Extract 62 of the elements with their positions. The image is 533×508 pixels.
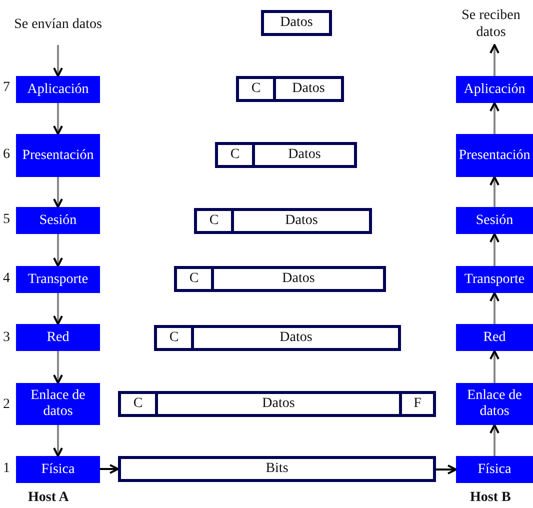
packet-field: C [157, 328, 191, 348]
layer-box: Transporte [456, 266, 533, 293]
arrow [490, 233, 500, 266]
layer-number: 4 [3, 271, 10, 287]
arrow [490, 176, 500, 207]
arrow [53, 293, 63, 325]
layer-box: Física [456, 456, 533, 483]
layer-box: Red [16, 324, 100, 351]
packet-field: Datos [231, 211, 369, 231]
packet-frame [174, 266, 386, 292]
packet-field: C [218, 145, 252, 165]
layer-number: 5 [3, 212, 10, 228]
layer-number: 6 [3, 147, 10, 163]
packet-field: C [121, 394, 155, 414]
arrow [490, 424, 500, 456]
packet-frame [118, 391, 436, 417]
layer-box: Aplicación [456, 76, 533, 103]
host-title: Host A [28, 490, 69, 506]
arrow [100, 464, 119, 474]
packet-field: F [399, 394, 433, 414]
packet-field: Datos [252, 145, 354, 165]
layer-box: Enlace de datos [16, 383, 100, 425]
layer-box: Presentación [456, 134, 533, 177]
arrow [490, 102, 500, 134]
arrow [490, 350, 500, 383]
packet-frame [154, 325, 401, 351]
packet-frame [236, 76, 344, 102]
packet-field: Datos [211, 269, 383, 289]
packet-field: Datos [273, 79, 341, 99]
host-title: Host B [470, 490, 511, 506]
packet-field: Datos [155, 394, 399, 414]
layer-number: 1 [3, 461, 10, 477]
layer-box: Enlace de datos [456, 383, 533, 425]
packet-field: Datos [191, 328, 398, 348]
caption-text: Se envían datos [8, 3, 108, 45]
packet-field: Datos [264, 13, 329, 33]
layer-box: Red [456, 324, 533, 351]
arrow [490, 44, 500, 76]
arrow [53, 425, 63, 457]
arrow [53, 177, 63, 208]
layer-box: Transporte [16, 266, 100, 293]
layer-box: Aplicación [16, 76, 100, 103]
layer-box: Sesión [456, 207, 533, 234]
layer-box: Física [16, 456, 100, 483]
layer-box: Sesión [16, 207, 100, 234]
layer-number: 3 [3, 330, 10, 346]
arrow [53, 234, 63, 267]
arrow [53, 351, 63, 384]
layer-box: Presentación [16, 134, 100, 177]
arrow [53, 103, 63, 135]
arrow [436, 464, 457, 474]
packet-frame [215, 142, 357, 168]
packet-field: C [177, 269, 211, 289]
layer-number: 7 [3, 80, 10, 96]
packet-frame [194, 208, 372, 234]
arrow [53, 45, 63, 77]
layer-number: 2 [3, 397, 10, 413]
packet-field: C [239, 79, 273, 99]
packet-field: Bits [121, 459, 433, 479]
arrow [490, 292, 500, 324]
caption-text: Se reciben datos [446, 3, 533, 45]
packet-field: C [197, 211, 231, 231]
